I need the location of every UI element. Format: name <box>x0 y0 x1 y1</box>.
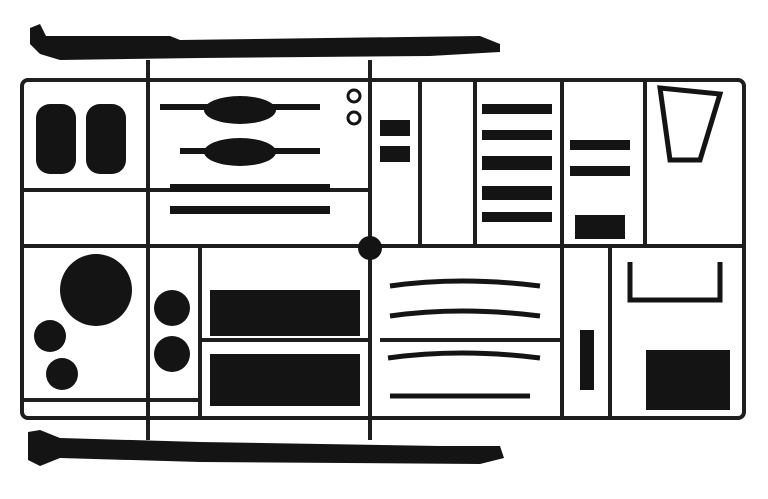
panels <box>210 290 730 410</box>
small-parts <box>346 85 724 260</box>
tires <box>36 104 126 174</box>
wheel-hubs <box>34 254 190 390</box>
leaf-springs <box>387 262 723 399</box>
sprue-runners <box>20 60 746 440</box>
axle-assembly <box>160 96 330 214</box>
chassis-rail-top <box>30 24 500 60</box>
chassis-rail-bottom <box>28 430 504 466</box>
